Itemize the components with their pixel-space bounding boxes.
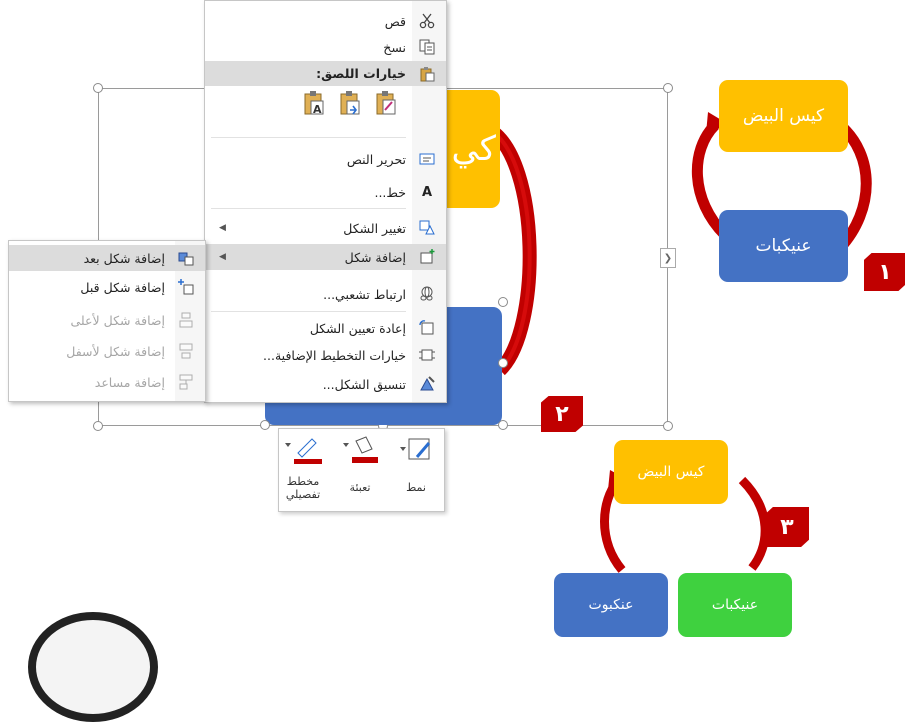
shape-handle-bm[interactable] bbox=[260, 420, 270, 430]
menu-item-copy[interactable]: نسخ bbox=[205, 34, 446, 60]
submenu-label-add-assistant: إضافة مساعد bbox=[94, 374, 165, 390]
menu-label-font: خط... bbox=[374, 184, 406, 200]
context-menu: قص نسخ خيارات اللصق: A تحرير النص A خط..… bbox=[204, 0, 447, 403]
add-above-icon bbox=[175, 311, 197, 329]
paste-icon bbox=[416, 65, 438, 83]
badge-3: ٣ bbox=[765, 507, 809, 547]
menu-item-cut[interactable]: قص bbox=[205, 8, 446, 34]
submenu-item-add-below[interactable]: إضافة شكل لأسفل bbox=[9, 338, 205, 364]
submenu-label-add-before: إضافة شكل قبل bbox=[80, 279, 165, 295]
menu-item-edit-text[interactable]: تحرير النص bbox=[205, 146, 446, 172]
font-icon: A bbox=[421, 184, 433, 200]
mini-toolbar: نمط تعبئة مخطط تفصيلي bbox=[278, 428, 445, 512]
add-below-icon bbox=[175, 342, 197, 360]
scissors-icon bbox=[416, 12, 438, 30]
diagram3-spiderling-box[interactable]: عنيكبات bbox=[678, 573, 792, 637]
frame-handle-br[interactable] bbox=[663, 421, 673, 431]
diagram1-egg-box[interactable]: كيس البيض bbox=[719, 80, 848, 152]
add-after-icon bbox=[175, 249, 197, 267]
style-label: نمط bbox=[406, 481, 426, 494]
menu-label-cut: قص bbox=[384, 13, 406, 29]
diagram2-partial-text: كي bbox=[451, 129, 496, 169]
menu-item-layout-options[interactable]: خيارات التخطيط الإضافية... bbox=[205, 342, 446, 368]
menu-separator bbox=[211, 137, 406, 138]
shape-handle-top[interactable] bbox=[498, 297, 508, 307]
add-before-icon bbox=[175, 278, 197, 296]
shape-handle-right[interactable] bbox=[498, 358, 508, 368]
fill-label: تعبئة bbox=[349, 481, 371, 494]
paste-keep-formatting-icon[interactable] bbox=[374, 90, 398, 118]
menu-label-paste-options: خيارات اللصق: bbox=[316, 66, 406, 81]
menu-item-reset-shape[interactable]: إعادة تعيين الشكل bbox=[205, 315, 446, 341]
fill-button[interactable]: تعبئة bbox=[338, 435, 382, 505]
layout-options-icon bbox=[416, 346, 438, 364]
menu-label-copy: نسخ bbox=[383, 39, 406, 55]
menu-item-change-shape[interactable]: تغيير الشكل ◀ bbox=[205, 215, 446, 241]
submenu-item-add-assistant[interactable]: إضافة مساعد bbox=[9, 369, 205, 395]
add-assistant-icon bbox=[175, 373, 197, 391]
avatar bbox=[28, 612, 158, 722]
fill-icon bbox=[343, 436, 378, 463]
style-button[interactable]: نمط bbox=[396, 435, 436, 505]
frame-handle-bl[interactable] bbox=[93, 421, 103, 431]
copy-icon bbox=[416, 38, 438, 56]
menu-item-paste-options: خيارات اللصق: bbox=[205, 61, 446, 86]
paste-use-destination-icon[interactable] bbox=[338, 90, 362, 118]
diagram3-spider-box[interactable]: عنكبوت bbox=[554, 573, 668, 637]
paste-option-buttons: A bbox=[278, 90, 398, 126]
submenu-item-add-above[interactable]: إضافة شكل لأعلى bbox=[9, 307, 205, 333]
frame-handle-tr[interactable] bbox=[663, 83, 673, 93]
add-shape-submenu: إضافة شكل بعد إضافة شكل قبل إضافة شكل لأ… bbox=[8, 240, 206, 402]
submenu-label-add-above: إضافة شكل لأعلى bbox=[70, 312, 165, 328]
diagram2-cycle-arrow bbox=[485, 124, 537, 376]
menu-label-edit-text: تحرير النص bbox=[346, 151, 406, 167]
submenu-label-add-after: إضافة شكل بعد bbox=[83, 250, 165, 266]
badge-2: ٢ bbox=[541, 396, 583, 432]
outline-icon bbox=[285, 438, 322, 464]
hyperlink-icon bbox=[416, 285, 438, 303]
menu-item-hyperlink[interactable]: ارتباط تشعبي... bbox=[205, 281, 446, 307]
add-shape-icon bbox=[416, 248, 438, 266]
outline-label: مخطط تفصيلي bbox=[285, 475, 321, 501]
menu-label-add-shape: إضافة شكل bbox=[344, 249, 406, 265]
shape-handle-br[interactable] bbox=[498, 420, 508, 430]
outline-button[interactable]: مخطط تفصيلي bbox=[280, 435, 326, 511]
style-icon bbox=[400, 438, 431, 460]
badge-2-text: ٢ bbox=[555, 401, 569, 427]
reset-shape-icon bbox=[416, 319, 438, 337]
submenu-arrow-icon: ◀ bbox=[219, 252, 226, 262]
menu-item-add-shape[interactable]: إضافة شكل ◀ bbox=[205, 244, 446, 270]
menu-separator bbox=[211, 208, 406, 209]
diagram1-spiderling-box[interactable]: عنيكبات bbox=[719, 210, 848, 282]
badge-3-text: ٣ bbox=[780, 514, 794, 540]
diagram3-spiderling-label: عنيكبات bbox=[711, 597, 759, 613]
diagram1-egg-label: كيس البيض bbox=[742, 106, 825, 126]
diagram3-spider-label: عنكبوت bbox=[588, 597, 634, 613]
menu-label-hyperlink: ارتباط تشعبي... bbox=[323, 286, 406, 302]
diagram1-spiderling-label: عنيكبات bbox=[755, 236, 812, 256]
diagram3-egg-box[interactable]: كيس البيض bbox=[614, 440, 728, 504]
change-shape-icon bbox=[416, 219, 438, 237]
submenu-item-add-after[interactable]: إضافة شكل بعد bbox=[9, 245, 205, 271]
submenu-arrow-icon: ◀ bbox=[219, 223, 226, 233]
menu-label-change-shape: تغيير الشكل bbox=[343, 220, 406, 236]
menu-label-layout-options: خيارات التخطيط الإضافية... bbox=[263, 347, 406, 363]
menu-item-font[interactable]: A خط... bbox=[205, 179, 446, 205]
diagram3-egg-label: كيس البيض bbox=[637, 464, 705, 480]
frame-handle-tl[interactable] bbox=[93, 83, 103, 93]
menu-label-reset-shape: إعادة تعيين الشكل bbox=[309, 320, 406, 336]
format-shape-icon bbox=[416, 375, 438, 393]
edit-text-icon bbox=[416, 150, 438, 168]
text-pane-toggle[interactable]: ❯ bbox=[660, 248, 676, 268]
menu-label-format-shape: تنسيق الشكل... bbox=[322, 376, 406, 392]
svg-text:A: A bbox=[313, 103, 322, 116]
menu-separator bbox=[211, 311, 406, 312]
paste-text-only-icon[interactable]: A bbox=[302, 90, 326, 118]
badge-1-text: ١ bbox=[878, 259, 892, 285]
diagram1-cycle-arrows bbox=[691, 112, 872, 252]
badge-1: ١ bbox=[864, 253, 905, 291]
menu-item-format-shape[interactable]: تنسيق الشكل... bbox=[205, 371, 446, 397]
submenu-item-add-before[interactable]: إضافة شكل قبل bbox=[9, 274, 205, 300]
submenu-label-add-below: إضافة شكل لأسفل bbox=[66, 343, 165, 359]
